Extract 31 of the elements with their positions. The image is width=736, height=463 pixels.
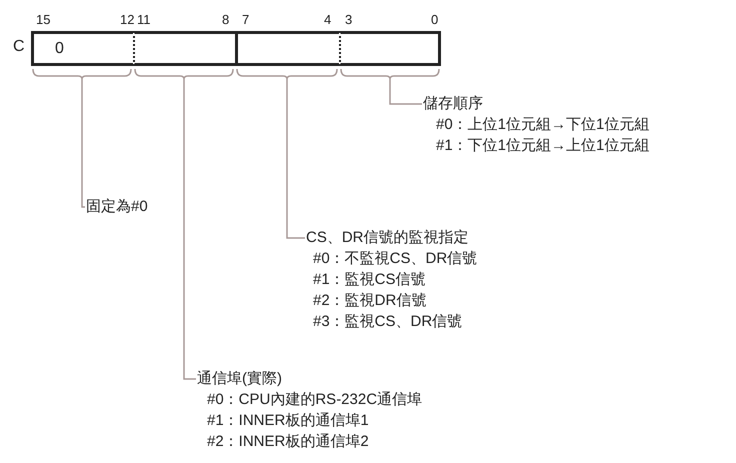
bit-number: 0: [431, 13, 438, 27]
setting-heading: CS、DR信號的監視指定: [306, 228, 470, 248]
register-field: [133, 31, 235, 66]
setting-heading: 通信埠(實際): [197, 369, 283, 389]
setting-option: #1：監視CS信號: [306, 269, 478, 290]
bit-number: 12: [120, 13, 134, 27]
setting-option: #0：上位1位元組→下位1位元組: [423, 114, 650, 135]
leader-line: [183, 79, 196, 380]
register-field: [31, 31, 133, 66]
setting-heading: 固定為#0: [86, 197, 148, 217]
setting-option: #1：下位1位元組→上位1位元組: [423, 135, 650, 156]
setting-heading: 儲存順序: [423, 94, 484, 114]
bit-number: 8: [222, 13, 230, 27]
leader-line: [286, 79, 305, 239]
setting-option: #3：監視CS、DR信號: [306, 311, 478, 332]
field-value: 0: [55, 40, 64, 58]
setting-option: #1：INNER板的通信埠1: [197, 410, 422, 431]
register-field: [235, 31, 339, 66]
register-field: [339, 31, 441, 66]
setting-option: #0：CPU內建的RS-232C通信埠: [197, 389, 422, 410]
setting-option: #2：監視DR信號: [306, 290, 478, 311]
bit-number: 11: [137, 13, 150, 27]
bit-number: 7: [242, 13, 250, 27]
register-name: C: [13, 40, 25, 54]
setting-option: #2：INNER板的通信埠2: [197, 431, 422, 452]
bit-number: 4: [324, 13, 332, 27]
bit-number: 15: [36, 13, 50, 27]
bit-number: 3: [345, 13, 352, 27]
leader-line: [389, 79, 422, 105]
leader-line: [81, 79, 85, 208]
setting-option: #0：不監視CS、DR信號: [306, 248, 478, 269]
